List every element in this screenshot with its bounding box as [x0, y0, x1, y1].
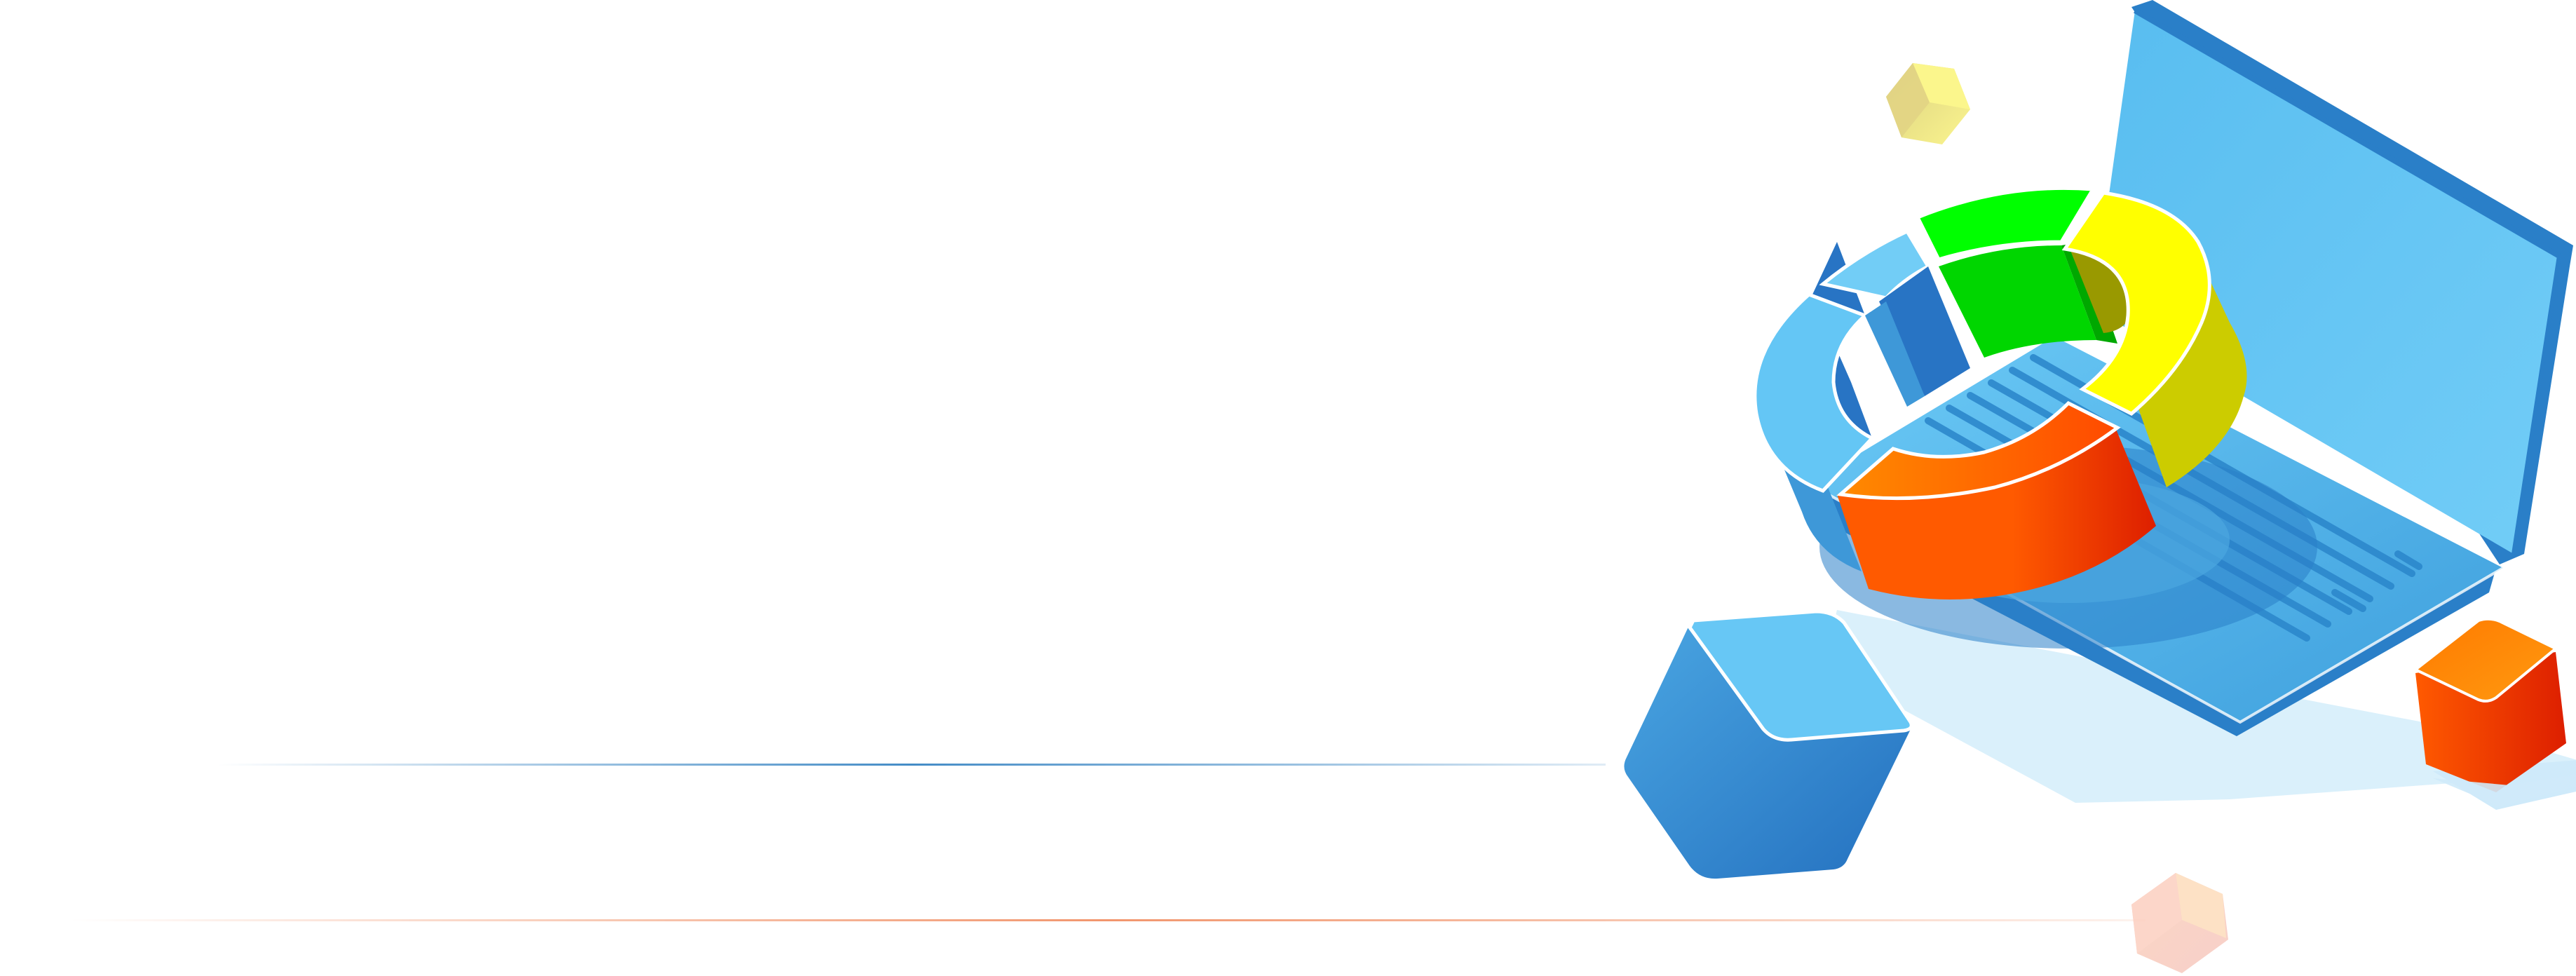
- orange-cube: [2413, 617, 2576, 806]
- divider-line-orange: [70, 919, 2145, 921]
- yellow-cube: [1886, 63, 1970, 144]
- donut-chart: [1753, 186, 2247, 599]
- donut-segment-orange-side: [1837, 424, 2156, 599]
- pale-orange-cube: [2131, 873, 2228, 973]
- donut-segment-orange-top: [1836, 400, 2121, 501]
- donut-segment-green-side: [1939, 245, 2096, 358]
- donut-segment-yellow-top: [2061, 191, 2211, 416]
- donut-segment-yellow-side: [2131, 270, 2247, 487]
- donut-segment-green-top: [1915, 186, 2096, 262]
- blue-cube: [1624, 609, 1913, 879]
- donut-segment-blue-top: [1753, 292, 1876, 493]
- divider-line-blue: [217, 764, 1606, 766]
- donut-segment-lightblue-top: [1819, 229, 1931, 300]
- laptop-screen: [2093, 11, 2559, 554]
